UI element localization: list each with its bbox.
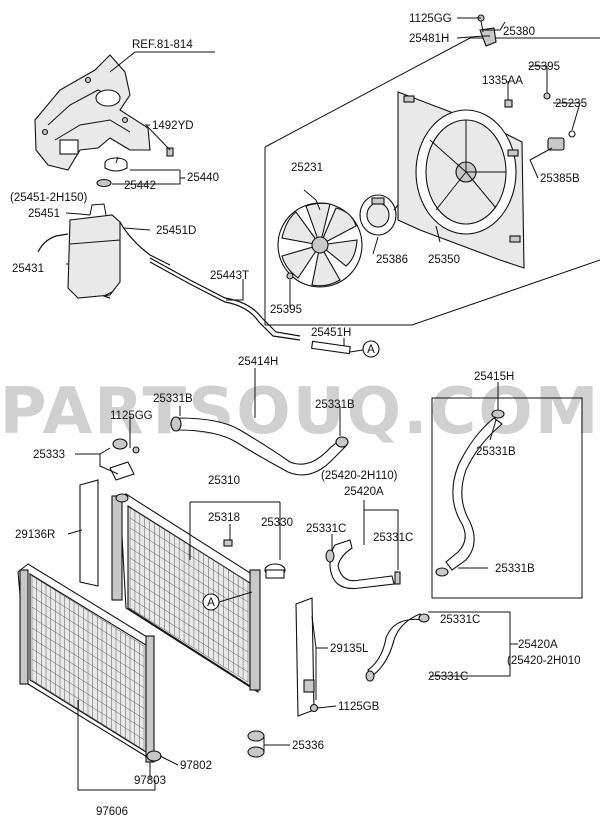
bolt-25395-top <box>543 92 551 100</box>
label-25331c-4: 25331C <box>428 671 468 683</box>
label-25386: 25386 <box>376 254 408 266</box>
label-1492yd: 1492YD <box>152 120 194 132</box>
radiator-cap-25330 <box>264 563 286 579</box>
label-25451d: 25451D <box>156 225 196 237</box>
condenser-97606-part <box>17 563 155 763</box>
label-25420a-right-alt: (25420-2H010 <box>507 655 581 667</box>
label-25431: 25431 <box>12 263 44 275</box>
resistor-25385b <box>547 130 576 151</box>
hose-25451h <box>311 340 364 355</box>
label-97802: 97802 <box>180 760 212 772</box>
leader-lines <box>65 17 581 791</box>
air-guard-29136r <box>79 479 99 587</box>
label-25451: 25451 <box>28 208 60 220</box>
label-25350: 25350 <box>428 254 460 266</box>
label-25443t: 25443T <box>210 270 249 282</box>
label-ref: REF.81-814 <box>132 39 193 51</box>
air-guard-29135l <box>295 597 315 717</box>
part-labels: REF.81-814 1125GG 25481H 25380 1335AA 25… <box>10 13 587 818</box>
fan-blade-part <box>277 202 363 288</box>
label-25420a: 25420A <box>344 486 384 498</box>
label-25414h: 25414H <box>238 356 278 368</box>
label-1335aa: 1335AA <box>482 75 523 87</box>
mount-bracket-25333 <box>109 438 140 481</box>
label-25395-bottom: 25395 <box>270 304 302 316</box>
mount-bushing-25336 <box>247 730 265 758</box>
hose-25420a-right <box>365 613 430 682</box>
fan-group-frame <box>264 37 600 326</box>
circle-a-top: A <box>362 340 380 358</box>
label-25451h: 25451H <box>311 327 351 339</box>
bracket-25481h <box>477 14 497 47</box>
label-25415h: 25415H <box>474 371 514 383</box>
label-25318: 25318 <box>208 512 240 524</box>
label-29135l: 29135L <box>330 643 369 655</box>
guard-clip <box>303 679 315 693</box>
lower-hose-25415h <box>435 409 505 577</box>
label-25420a-alt: (25420-2H110) <box>321 470 398 482</box>
reservoir-cap-part <box>96 156 128 188</box>
label-1125gb: 1125GB <box>338 701 380 713</box>
svg-text:A: A <box>207 597 215 609</box>
label-25331b-right: 25331B <box>315 399 355 411</box>
label-25385b: 25385B <box>540 173 580 185</box>
label-25235: 25235 <box>555 98 587 110</box>
label-97606: 97606 <box>96 806 128 818</box>
label-25330: 25330 <box>261 517 293 529</box>
label-25331c-2: 25331C <box>373 532 413 544</box>
upper-hose-25414h <box>170 416 349 476</box>
label-25442: 25442 <box>124 180 156 192</box>
label-25331b-hose-bottom: 25331B <box>495 563 535 575</box>
label-25331c-3: 25331C <box>440 614 480 626</box>
clip-1335aa <box>504 99 513 108</box>
overflow-hose-25443t <box>149 257 301 337</box>
label-25395-top: 25395 <box>528 61 560 73</box>
receiver-97802 <box>146 750 162 762</box>
label-1125gg-top: 1125GG <box>409 13 452 25</box>
label-97803: 97803 <box>134 775 166 787</box>
fan-shroud-part <box>397 91 525 269</box>
label-25481h: 25481H <box>409 33 449 45</box>
coolant-reservoir-part <box>37 203 171 299</box>
svg-text:A: A <box>367 344 375 356</box>
hose-25420a-mid <box>325 539 401 590</box>
drain-plug-25318 <box>223 539 233 547</box>
label-25380: 25380 <box>503 26 535 38</box>
watermark: PARTSOUQ.COM <box>0 375 600 449</box>
label-25231: 25231 <box>291 162 323 174</box>
label-25336: 25336 <box>292 740 324 752</box>
radiator-25310-part <box>111 493 261 694</box>
inner-fender-part <box>34 51 151 171</box>
label-29136r: 29136R <box>15 529 55 541</box>
label-25331b-left: 25331B <box>153 393 193 405</box>
label-25451-alt: (25451-2H150) <box>10 192 88 204</box>
label-25333: 25333 <box>33 449 65 461</box>
hose-25415h-frame <box>431 397 583 599</box>
circle-a-bottom: A <box>202 593 220 611</box>
bolt-1492yd <box>166 147 174 157</box>
bolt-1125gb <box>309 703 319 713</box>
label-25310: 25310 <box>208 475 240 487</box>
label-25420a-right: 25420A <box>518 639 558 651</box>
label-25440: 25440 <box>187 172 219 184</box>
bolt-25395-bottom <box>286 272 294 280</box>
label-25331b-hose-top: 25331B <box>476 446 516 458</box>
label-25331c-1: 25331C <box>306 523 346 535</box>
label-1125gg-mid: 1125GG <box>110 410 153 422</box>
